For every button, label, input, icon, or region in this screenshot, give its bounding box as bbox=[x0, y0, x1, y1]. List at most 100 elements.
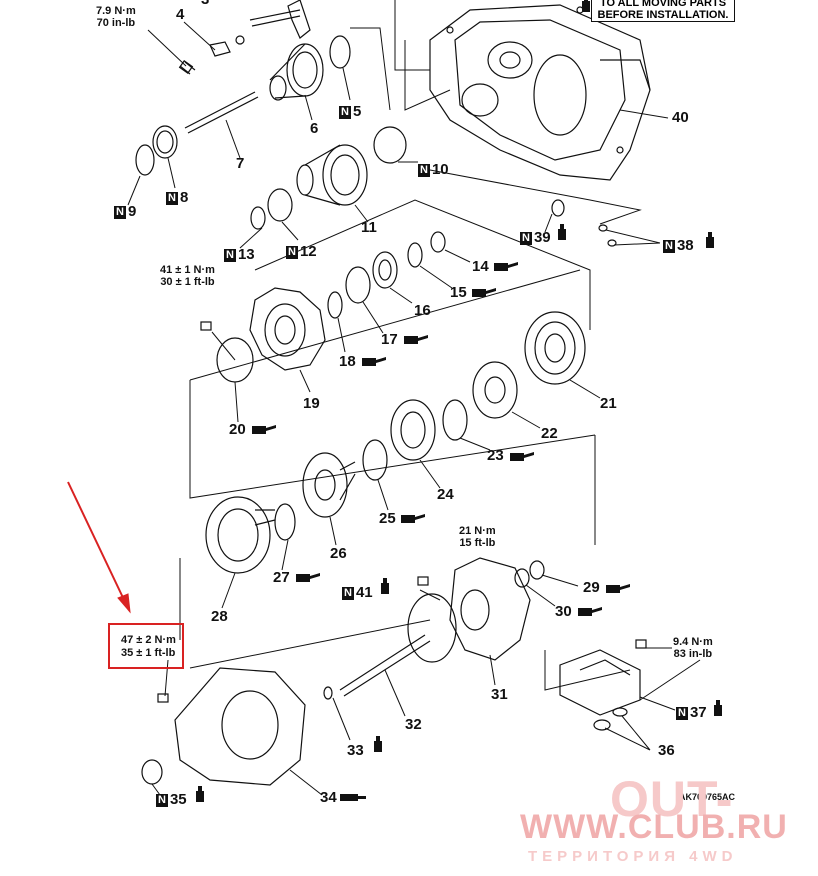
housing-19 bbox=[249, 287, 326, 371]
differential-11 bbox=[296, 144, 368, 206]
drum-28 bbox=[205, 496, 271, 574]
parts-3-4 bbox=[178, 0, 311, 75]
ring-5 bbox=[329, 35, 351, 69]
transaxle-case-40 bbox=[429, 4, 651, 181]
highlight-arrow bbox=[67, 481, 131, 614]
part-label-6: 6 bbox=[310, 120, 319, 137]
part-label-23: 23 bbox=[487, 447, 504, 464]
oil-can-icon bbox=[472, 288, 496, 297]
part-label-11: 11 bbox=[361, 219, 377, 236]
watermark-line-3: ТЕРРИТОРИЯ 4WD bbox=[528, 848, 738, 865]
bearing-8 bbox=[152, 125, 178, 159]
gear-6 bbox=[269, 43, 324, 101]
part-label-25: 25 bbox=[379, 510, 396, 527]
gear-24 bbox=[390, 399, 436, 461]
note-line-1: TO ALL MOVING PARTS bbox=[599, 0, 727, 9]
shaft-7 bbox=[184, 91, 259, 134]
part-label-32: 32 bbox=[405, 716, 422, 733]
converter-housing-34 bbox=[174, 667, 306, 786]
bearing-12 bbox=[267, 188, 293, 222]
oil-can-icon bbox=[252, 425, 276, 434]
part-label-17: 17 bbox=[381, 331, 398, 348]
oil-can-icon bbox=[606, 584, 630, 593]
gear-26 bbox=[302, 452, 348, 518]
part-label-19: 19 bbox=[303, 395, 320, 412]
part-label-24: 24 bbox=[437, 486, 454, 503]
oil-can-icon bbox=[362, 357, 386, 366]
ring-18 bbox=[327, 291, 343, 319]
part-label-15: 15 bbox=[450, 284, 467, 301]
sealant-tube-icon bbox=[340, 794, 366, 801]
watermark-line-2: WWW.CLUB.RU bbox=[520, 808, 788, 846]
note-line-2: BEFORE INSTALLATION. bbox=[597, 9, 729, 21]
sealant-tube-icon bbox=[374, 736, 382, 752]
part-label-27: 27 bbox=[273, 569, 290, 586]
carrier-22 bbox=[472, 361, 518, 419]
bearing-16 bbox=[372, 251, 398, 289]
part-label-21: 21 bbox=[600, 395, 617, 412]
part-label-18: 18 bbox=[339, 353, 356, 370]
lubrication-note: TO ALL MOVING PARTS BEFORE INSTALLATION. bbox=[591, 0, 735, 22]
ring-17 bbox=[345, 266, 371, 304]
part-label-20: 20 bbox=[229, 421, 246, 438]
ring-29 bbox=[529, 560, 545, 580]
part-label-22: 22 bbox=[541, 425, 558, 442]
ring-9 bbox=[135, 144, 155, 176]
cover-31 bbox=[449, 557, 531, 661]
ring-23 bbox=[442, 399, 468, 441]
oil-can-icon bbox=[578, 607, 602, 616]
part-label-28: 28 bbox=[211, 608, 228, 625]
ring-13 bbox=[250, 206, 266, 230]
sealant-tube-icon bbox=[381, 578, 389, 594]
ring-27 bbox=[274, 503, 296, 541]
oil-can-icon bbox=[296, 573, 320, 582]
sealant-tube-icon bbox=[196, 786, 204, 802]
oil-can-icon bbox=[404, 335, 428, 344]
strainer-37 bbox=[559, 649, 641, 716]
part-label-3: 3 bbox=[201, 0, 209, 7]
part-label-33: 33 bbox=[347, 742, 364, 759]
part-label-29: 29 bbox=[583, 579, 600, 596]
washer-15 bbox=[407, 242, 423, 268]
part-label-31: 31 bbox=[491, 686, 508, 703]
ring-30 bbox=[514, 568, 530, 588]
gasket-41 bbox=[407, 593, 457, 663]
watermark-line-1: OUT- bbox=[610, 771, 734, 827]
figure-code: AK700765AC bbox=[679, 792, 736, 802]
part-label-4: 4 bbox=[176, 6, 185, 23]
oil-can-icon bbox=[401, 514, 425, 523]
part-label-34: 34 bbox=[320, 789, 337, 806]
ring-14 bbox=[430, 231, 446, 253]
sealant-tube-icon bbox=[582, 0, 590, 12]
sealant-tube-icon bbox=[714, 700, 722, 716]
part-label-16: 16 bbox=[414, 302, 431, 319]
part-label-40: 40 bbox=[672, 109, 689, 126]
sealant-tube-icon bbox=[558, 224, 566, 240]
gear-21 bbox=[524, 311, 586, 385]
ring-33 bbox=[323, 686, 333, 700]
part-label-14: 14 bbox=[472, 258, 489, 275]
part-label-36: 36 bbox=[658, 742, 675, 759]
part-label-7: 7 bbox=[236, 155, 245, 172]
seal-35 bbox=[141, 759, 163, 785]
sealant-tube-icon bbox=[706, 232, 714, 248]
bearing-10 bbox=[373, 126, 407, 164]
part-label-30: 30 bbox=[555, 603, 572, 620]
ring-25 bbox=[362, 439, 388, 481]
oil-can-icon bbox=[510, 452, 534, 461]
